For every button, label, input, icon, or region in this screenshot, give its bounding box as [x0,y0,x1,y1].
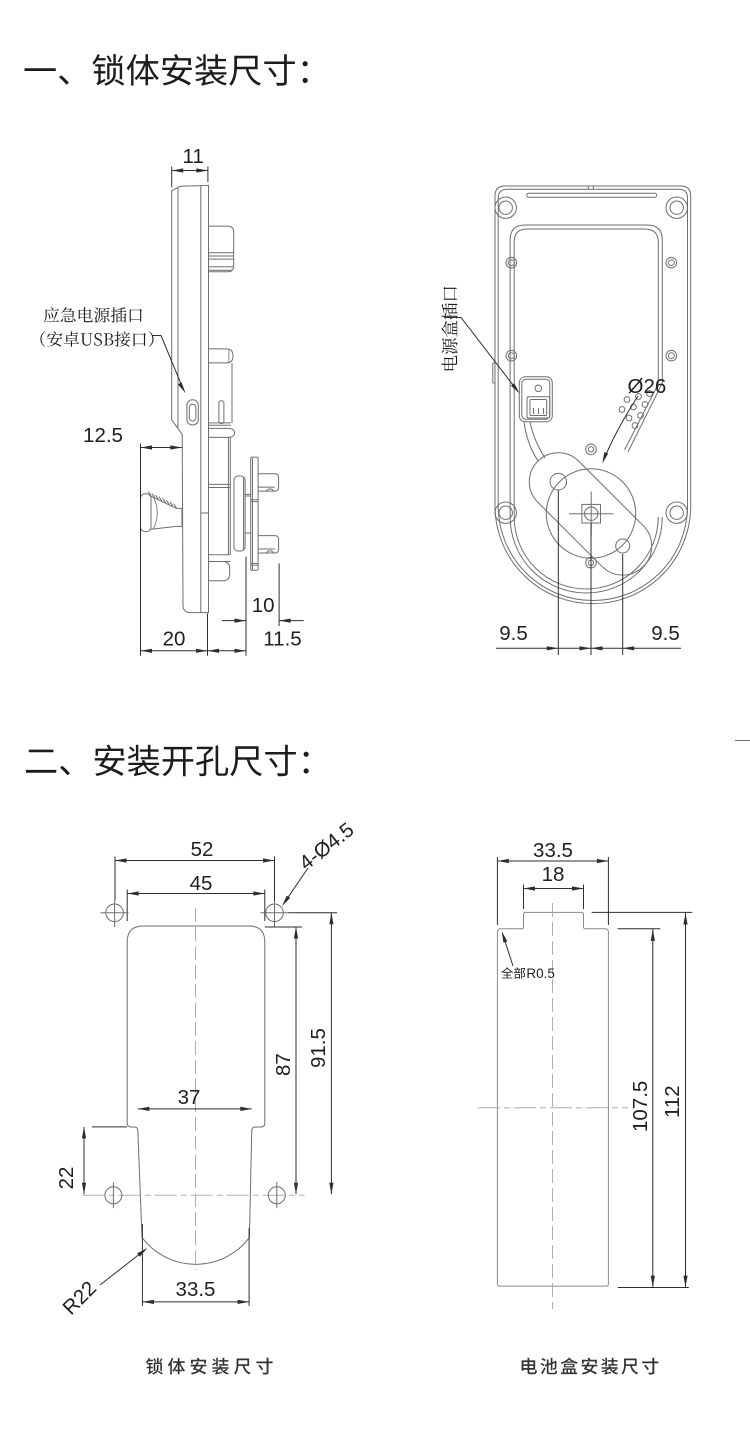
svg-text:45: 45 [190,872,213,895]
svg-text:33.5: 33.5 [176,1278,216,1301]
svg-text:107.5: 107.5 [629,1081,652,1132]
svg-text:18: 18 [542,863,565,886]
svg-text:9.5: 9.5 [499,622,528,645]
svg-text:10: 10 [252,594,275,617]
svg-text:20: 20 [163,628,186,651]
svg-text:33.5: 33.5 [533,839,573,862]
svg-text:37: 37 [178,1086,201,1109]
svg-text:11: 11 [183,145,204,168]
svg-text:11.5: 11.5 [263,628,301,651]
svg-text:9.5: 9.5 [651,622,680,645]
svg-text:Ø26: Ø26 [628,375,667,398]
svg-text:22: 22 [55,1167,78,1190]
svg-text:91.5: 91.5 [307,1028,330,1068]
svg-text:12.5: 12.5 [83,424,123,447]
svg-text:R0.5: R0.5 [526,966,555,981]
svg-text:52: 52 [191,838,214,861]
svg-text:112: 112 [661,1085,684,1118]
svg-text:87: 87 [272,1053,295,1076]
